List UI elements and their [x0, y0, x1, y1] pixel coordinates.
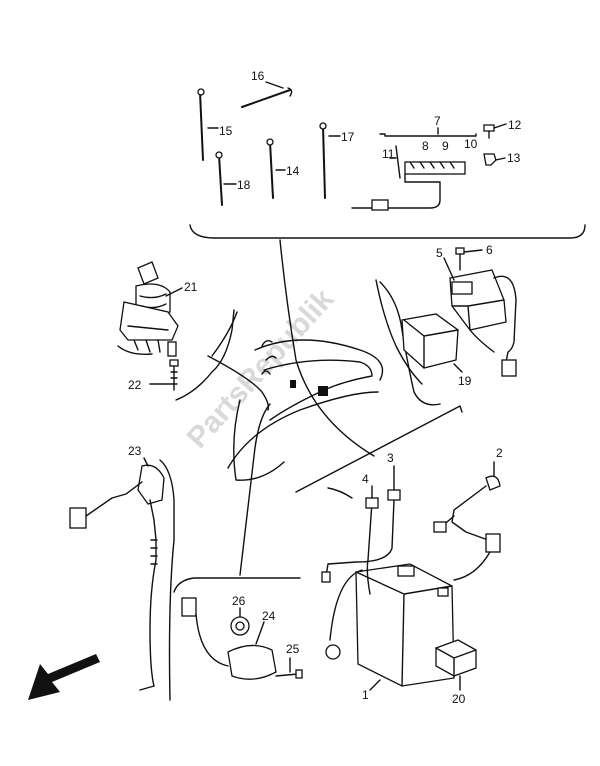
leader-lines — [143, 81, 507, 691]
callout-6: 6 — [486, 243, 493, 257]
battery-1 — [355, 563, 455, 687]
front-direction-arrow-icon — [28, 654, 100, 700]
frame-line-f — [295, 405, 463, 493]
cable-tie-18 — [215, 151, 223, 206]
bolt-6 — [455, 247, 465, 271]
connector-plug — [181, 597, 197, 617]
callout-16: 16 — [251, 69, 265, 83]
callout-1: 1 — [362, 688, 369, 702]
clamp-26 — [230, 616, 250, 636]
callout-14: 14 — [286, 164, 300, 178]
neutral-switch-23 — [69, 464, 165, 691]
callout-20: 20 — [452, 692, 466, 706]
callout-12: 12 — [508, 118, 522, 132]
starter-relay-5 — [449, 269, 517, 377]
relay-group-bracket — [375, 279, 423, 385]
fuse-box-assembly — [351, 133, 477, 211]
callout-3: 3 — [387, 451, 394, 465]
fuse-20 — [435, 639, 477, 677]
left-group-bracket — [175, 309, 235, 401]
sidestand-switch-24 — [195, 613, 277, 680]
relay-19 — [401, 313, 459, 369]
frame-clips — [261, 339, 277, 375]
battery-group-leader — [327, 487, 353, 499]
frame-line-e — [227, 391, 379, 469]
frame-relay-marker — [290, 380, 296, 388]
lower-group-bracket — [173, 577, 301, 593]
starter-cable-2 — [433, 475, 501, 581]
callout-21: 21 — [184, 280, 198, 294]
callout-4: 4 — [362, 472, 369, 486]
frame-fuse-marker — [318, 386, 328, 396]
fuse-nut-13 — [483, 153, 497, 166]
frame-line-h — [254, 339, 384, 381]
callout-9: 9 — [442, 139, 449, 153]
callout-13: 13 — [507, 151, 521, 165]
bolt-22 — [169, 359, 179, 391]
callout-26: 26 — [232, 594, 246, 608]
positive-lead-3 — [321, 489, 401, 583]
callout-22: 22 — [128, 378, 142, 392]
screw-25 — [275, 669, 303, 679]
top-group-bracket — [189, 224, 586, 239]
callout-24: 24 — [262, 609, 276, 623]
frame-line-i — [263, 359, 373, 421]
callout-17: 17 — [341, 130, 355, 144]
callout-18: 18 — [237, 178, 251, 192]
frame-line-g — [233, 399, 285, 481]
lower-group-leader — [239, 403, 271, 576]
callout-19: 19 — [458, 374, 472, 388]
callout-8: 8 — [422, 139, 429, 153]
callout-5: 5 — [436, 246, 443, 260]
callout-11: 11 — [382, 147, 395, 161]
fuse-bolt-12 — [483, 124, 495, 139]
cable-tie-15 — [197, 88, 205, 161]
callout-25: 25 — [286, 642, 300, 656]
frame-line-b — [211, 311, 238, 357]
callout-10: 10 — [464, 137, 478, 151]
callout-23: 23 — [128, 444, 142, 458]
callout-7: 7 — [434, 114, 441, 128]
frame-line-d — [379, 281, 441, 406]
callout-2: 2 — [496, 446, 503, 460]
negative-lead-4 — [325, 497, 379, 660]
main-switch-21 — [117, 261, 179, 357]
cable-tie-17 — [319, 122, 327, 199]
frame-line-a — [279, 239, 375, 457]
cable-tie-14 — [266, 138, 274, 199]
callout-15: 15 — [219, 124, 233, 138]
cable-tie-16 — [241, 87, 293, 108]
neutral-switch-bracket — [159, 459, 175, 701]
watermark-text: PartsRepublik — [181, 282, 341, 454]
